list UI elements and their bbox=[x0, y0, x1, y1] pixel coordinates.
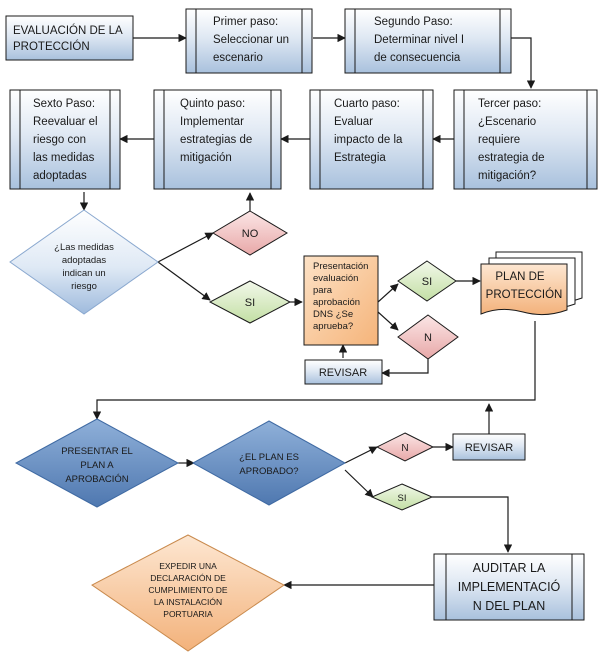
n-diamond-bottom: N bbox=[375, 432, 435, 462]
si-diamond-bottom: SI bbox=[370, 483, 434, 511]
arrow-plan-to-presentar bbox=[92, 321, 536, 420]
svg-text:SI: SI bbox=[245, 297, 255, 309]
svg-text:N: N bbox=[424, 332, 432, 344]
si-diamond-left: SI bbox=[208, 280, 292, 324]
revisar-box-bottom: REVISAR bbox=[452, 433, 526, 461]
arrow-decision-to-si bbox=[157, 261, 211, 301]
no-diamond: NO bbox=[212, 210, 288, 256]
svg-text:REVISAR: REVISAR bbox=[319, 367, 367, 379]
svg-text:NO: NO bbox=[242, 228, 259, 240]
arrow-n-to-revisar bbox=[381, 358, 429, 378]
revisar-box-mid: REVISAR bbox=[304, 359, 383, 385]
connectors bbox=[79, 33, 536, 590]
arrow-si-to-auditar bbox=[432, 496, 513, 553]
arrow-aprobado-to-n bbox=[344, 446, 378, 464]
svg-text:SI: SI bbox=[398, 493, 407, 504]
si-diamond-mid: SI bbox=[397, 260, 457, 302]
svg-text:Segundo Paso:Determinar nivel: Segundo Paso:Determinar nivel Ide consec… bbox=[374, 16, 464, 64]
arrow-presentacion-to-n bbox=[377, 311, 399, 331]
n-diamond-mid: N bbox=[397, 314, 459, 360]
svg-text:REVISAR: REVISAR bbox=[465, 442, 513, 454]
arrow-step2-to-step3 bbox=[511, 37, 536, 89]
arrow-decision-to-no bbox=[157, 232, 214, 263]
arrow-aprobado-to-si bbox=[344, 469, 374, 498]
arrow-presentacion-to-si bbox=[377, 283, 399, 303]
svg-text:SI: SI bbox=[422, 276, 432, 288]
svg-text:N: N bbox=[401, 443, 408, 454]
